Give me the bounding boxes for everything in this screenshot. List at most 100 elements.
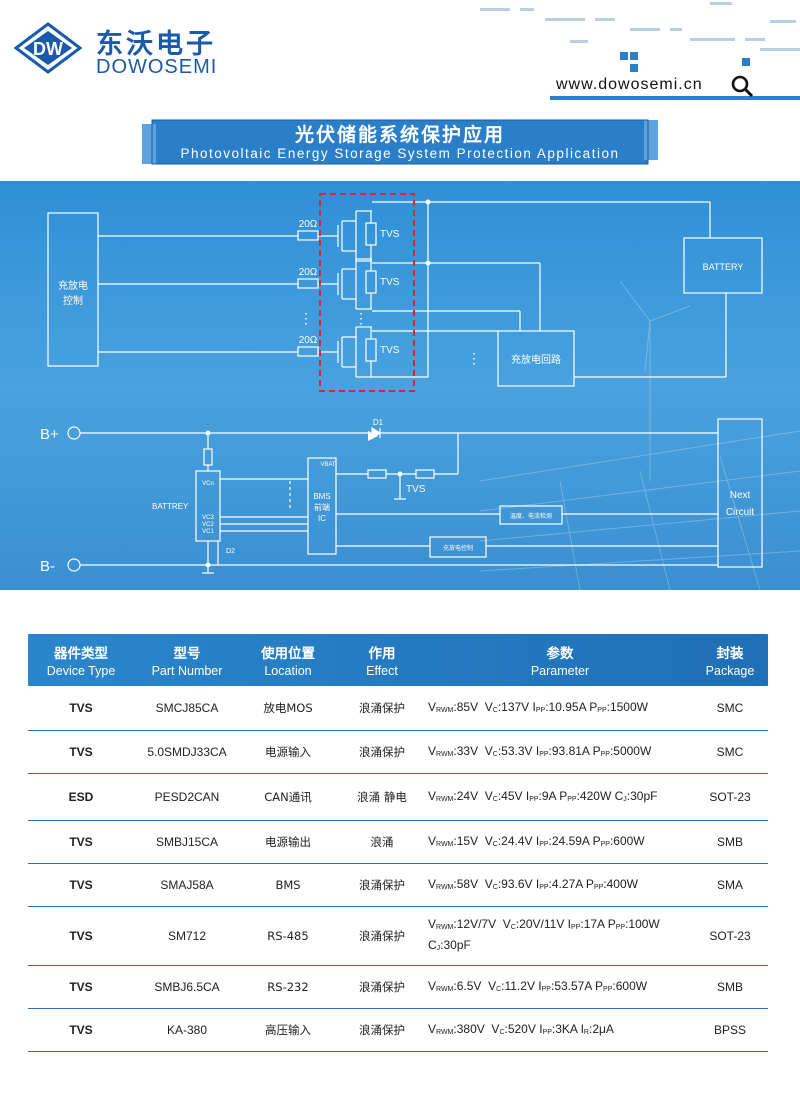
package-cell: SMB (716, 980, 743, 994)
resistor-label: 20Ω (299, 335, 318, 346)
table-row: TVS SMCJ85CA 放电MOS 浪涌保护 VRWM:85V VC:137V IPP… (28, 686, 768, 731)
table-row: TVS SM712 RS-485 浪涌保护 VRWM:12V/7V VC:20V/11V… (28, 907, 768, 966)
part-number-cell: SMBJ15CA (155, 835, 219, 849)
effect-cell: 浪涌保护 (359, 701, 405, 715)
ellipsis: ⋮ (467, 350, 481, 366)
device-type-cell: TVS (69, 745, 93, 759)
table-body: TVS SMCJ85CA 放电MOS 浪涌保护 VRWM:85V VC:137V IPP… (28, 686, 768, 1052)
effect-cell: 浪涌保护 (359, 929, 405, 943)
resistor-label: 20Ω (299, 267, 318, 278)
location-cell: 电源输入 (265, 745, 311, 759)
tvs-label: TVS (406, 484, 426, 495)
website-url[interactable]: www.dowosemi.cn (556, 76, 703, 93)
location-cell: BMS (275, 878, 301, 892)
package-cell: SMC (716, 745, 744, 759)
b-plus-label: B+ (40, 426, 59, 443)
effect-cell: 浪涌保护 (359, 980, 405, 994)
tvs-label: TVS (380, 229, 400, 240)
temp-detect-label: 温度、电流检测 (510, 512, 552, 520)
charge-control-label: 充放电控制 (443, 544, 473, 552)
vc1-label: VC1 (202, 529, 214, 535)
vcn-label: VCn (202, 481, 214, 487)
next-circuit-label-1: Next (730, 490, 751, 501)
part-number-cell: SMCJ85CA (155, 701, 219, 715)
bms-label-2: 前端 (314, 502, 330, 512)
next-circuit-label-2: Circuit (726, 507, 755, 518)
effect-cell: 浪涌保护 (359, 878, 405, 892)
package-cell: SOT-23 (709, 790, 751, 804)
table-row: TVS SMBJ15CA 电源输出 浪涌 VRWM:15V VC:24.4V IPP:2… (28, 821, 768, 864)
location-cell: CAN通讯 (264, 790, 312, 804)
effect-cell: 浪涌 静电 (357, 790, 407, 804)
device-type-cell: TVS (69, 835, 93, 849)
bms-label-1: BMS (313, 492, 330, 501)
parameter-cell: VRWM:85V VC:137V IPP:10.95A PPP:1500W (428, 699, 648, 714)
part-number-cell: KA-380 (166, 1023, 208, 1037)
bms-label-3: IC (318, 514, 326, 523)
parameter-cell: VRWM:6.5V VC:11.2V IPP:53.57A PPP:600W (428, 978, 648, 993)
location-cell: 放电MOS (263, 701, 313, 715)
part-number-cell: SM712 (167, 929, 207, 943)
battrey-label: BATTREY (152, 502, 189, 511)
device-type-cell: ESD (68, 790, 94, 804)
location-cell: 电源输出 (265, 835, 311, 849)
parameter-cell: VRWM:15V VC:24.4V IPP:24.59A PPP:600W (428, 833, 645, 848)
control-label-1: 充放电 (58, 279, 88, 292)
resistor-label: 20Ω (299, 219, 318, 230)
effect-cell: 浪涌 (370, 835, 394, 849)
d1-label: D1 (373, 418, 384, 427)
part-number-cell: SMBJ6.5CA (154, 980, 220, 994)
device-type-cell: TVS (69, 1023, 93, 1037)
device-type-cell: TVS (69, 701, 93, 715)
vbat-label: VBAT (320, 462, 336, 468)
dw-logo-icon: DW (14, 22, 82, 74)
ellipsis: ⋮ (299, 310, 313, 326)
device-type-cell: TVS (69, 929, 93, 943)
loop-label: 充放电回路 (511, 353, 561, 366)
brand-name-cn: 东沃电子 (96, 29, 216, 60)
svg-text:DW: DW (33, 39, 63, 59)
vc3-label: VC3 (202, 515, 214, 521)
parameter-cell: VRWM:24V VC:45V IPP:9A PPP:420W CJ:30pF (428, 788, 658, 803)
device-type-cell: TVS (69, 980, 93, 994)
b-minus-label: B- (40, 558, 55, 575)
control-label-2: 控制 (63, 294, 83, 307)
table-row: TVS SMBJ6.5CA RS-232 浪涌保护 VRWM:6.5V VC:11.2V… (28, 966, 768, 1009)
banner-title-cn: 光伏储能系统保护应用 (294, 124, 505, 146)
d2-label: D2 (226, 548, 235, 555)
package-cell: SMB (716, 835, 743, 849)
table-row: TVS SMAJ58A BMS 浪涌保护 VRWM:58V VC:93.6V IPP:4… (28, 864, 768, 907)
title-banner (142, 119, 658, 165)
package-cell: SMA (716, 878, 743, 892)
parameter-cell: VRWM:58V VC:93.6V IPP:4.27A PPP:400W (428, 876, 638, 891)
package-cell: SOT-23 (709, 929, 751, 943)
device-type-cell: TVS (69, 878, 93, 892)
tvs-label: TVS (380, 345, 400, 356)
effect-cell: 浪涌保护 (359, 1023, 405, 1037)
package-cell: SMC (716, 701, 744, 715)
banner-title-en: Photovoltaic Energy Storage System Prote… (180, 146, 620, 161)
ellipsis: ⋮ (354, 310, 368, 326)
tvs-label: TVS (380, 277, 400, 288)
search-icon[interactable] (730, 74, 754, 98)
location-cell: RS-232 (267, 980, 309, 994)
location-cell: 高压输入 (265, 1023, 311, 1037)
location-cell: RS-485 (267, 929, 309, 943)
parameter-cell: VRWM:380V VC:520V IPP:3KA IR:2μA (428, 1021, 614, 1036)
battery-label: BATTERY (703, 262, 744, 272)
header-decoration (480, 2, 800, 100)
circuit-diagram: 充放电 控制 20Ω 20Ω 20Ω TVS TVS TVS BATTERY 充… (0, 181, 800, 590)
table-row: TVS KA-380 高压输入 浪涌保护 VRWM:380V VC:520V IPP:3… (28, 1009, 768, 1052)
part-number-cell: SMAJ58A (160, 878, 214, 892)
vc2-label: VC2 (202, 522, 214, 528)
